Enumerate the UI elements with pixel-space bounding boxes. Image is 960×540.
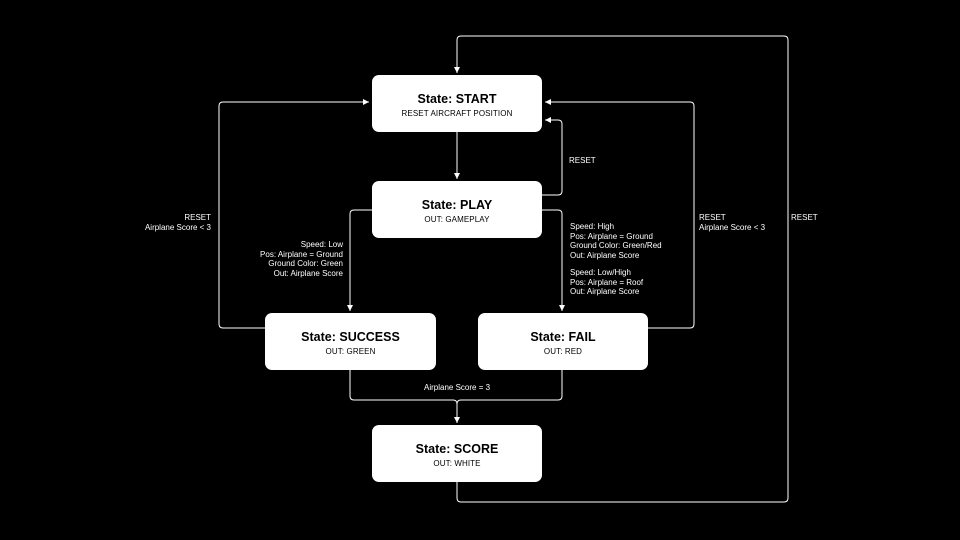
label-to-score: Airplane Score = 3 — [424, 383, 490, 393]
label-line: Pos: Airplane = Ground — [570, 231, 653, 241]
label-play-to-fail-ground: Speed: High Pos: Airplane = Ground Groun… — [570, 222, 662, 260]
state-success-output: OUT: GREEN — [325, 347, 376, 356]
label-play-to-fail-roof: Speed: Low/High Pos: Airplane = Roof Out… — [570, 268, 643, 297]
label-line: Out: Airplane Score — [570, 287, 640, 296]
state-score-title: State: SCORE — [415, 442, 499, 456]
state-fail-output: OUT: RED — [543, 347, 583, 356]
edge-fail-to-start — [545, 99, 695, 329]
edge-success-to-score — [349, 370, 460, 423]
label-line: Pos: Airplane = Ground — [260, 249, 343, 259]
state-play-title: State: PLAY — [421, 198, 493, 212]
label-line: Out: Airplane Score — [570, 250, 640, 260]
state-fail-title: State: FAIL — [530, 330, 596, 344]
state-start-output: RESET AIRCRAFT POSITION — [401, 109, 513, 118]
label-line: Speed: High — [570, 222, 615, 231]
state-success-title: State: SUCCESS — [301, 330, 400, 344]
label-line: Pos: Airplane = Roof — [570, 277, 644, 287]
label-line: Airplane Score < 3 — [144, 222, 211, 232]
label-fail-to-start: RESET Airplane Score < 3 — [699, 213, 765, 232]
state-start-title: State: START — [417, 92, 497, 106]
edge-play-to-start — [542, 117, 563, 196]
edge-score-to-start — [454, 35, 789, 503]
label-line: Airplane Score < 3 — [699, 222, 766, 232]
label-line: RESET — [791, 213, 818, 222]
state-play-output: OUT: GAMEPLAY — [424, 215, 490, 224]
label-line: Speed: Low — [300, 240, 343, 249]
edge-fail-to-score — [456, 370, 563, 405]
edge-success-to-start — [218, 99, 369, 329]
label-line: Out: Airplane Score — [273, 268, 343, 278]
label-line: Ground Color: Green/Red — [570, 241, 662, 250]
label-line: RESET — [184, 213, 211, 222]
state-score-output: OUT: WHITE — [433, 459, 481, 468]
edge-play-to-success — [347, 209, 372, 311]
state-success-node: State: SUCCESS OUT: GREEN — [265, 313, 436, 370]
state-score-node: State: SCORE OUT: WHITE — [372, 425, 542, 482]
label-line: Ground Color: Green — [268, 259, 343, 268]
state-start-node: State: START RESET AIRCRAFT POSITION — [372, 75, 542, 132]
label-score-to-start: RESET — [791, 213, 818, 223]
label-line: Airplane Score = 3 — [424, 383, 491, 392]
label-play-to-start: RESET — [569, 156, 596, 166]
label-line: Speed: Low/High — [570, 268, 631, 277]
label-success-to-start: RESET Airplane Score < 3 — [145, 213, 211, 232]
state-fail-node: State: FAIL OUT: RED — [478, 313, 648, 370]
label-line: RESET — [699, 213, 726, 222]
state-play-node: State: PLAY OUT: GAMEPLAY — [372, 181, 542, 238]
edge-play-to-fail — [542, 209, 565, 311]
label-play-to-success: Speed: Low Pos: Airplane = Ground Ground… — [260, 240, 343, 278]
label-line: RESET — [569, 156, 596, 165]
